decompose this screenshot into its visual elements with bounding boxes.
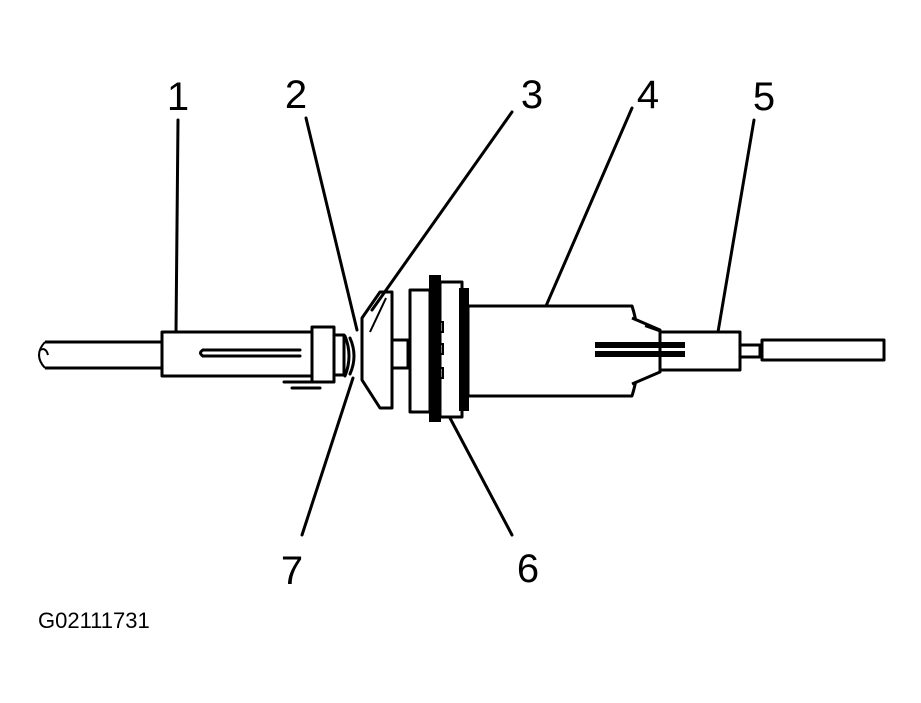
- figure-id: G02111731: [38, 608, 150, 633]
- cap: [360, 290, 410, 410]
- callout-3: 3: [521, 73, 543, 117]
- right-cable-connector: [595, 330, 886, 372]
- flange-housing: [408, 275, 469, 422]
- callout-6: 6: [517, 547, 539, 591]
- seal-ring: [343, 334, 356, 378]
- callout-2: 2: [285, 73, 307, 117]
- callout-5: 5: [753, 75, 775, 119]
- callout-1: 1: [167, 75, 189, 119]
- callout-4: 4: [637, 73, 659, 117]
- callout-7: 7: [281, 549, 303, 593]
- left-cable-connector: [38, 325, 346, 390]
- leader-lines: [174, 106, 756, 537]
